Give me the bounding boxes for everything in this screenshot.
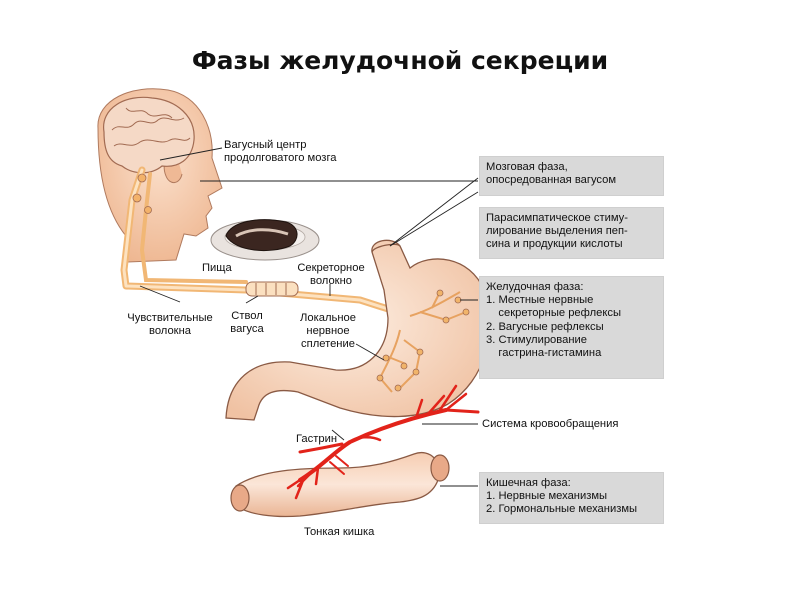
label-local-plexus: Локальное нервное сплетение <box>300 312 356 350</box>
box-intestinal-phase: Кишечная фаза: 1. Нервные механизмы 2. Г… <box>479 472 664 524</box>
nerve-ganglia <box>376 289 470 392</box>
label-secretory-fiber: Секреторное волокно <box>297 262 365 287</box>
brain-icon <box>103 96 195 174</box>
food-plate-icon <box>210 219 320 261</box>
leader-lines <box>139 147 479 487</box>
label-food: Пища <box>202 262 232 274</box>
stomach-icon <box>225 239 491 421</box>
blood-vessels <box>286 384 480 500</box>
small-intestine-icon <box>230 452 450 518</box>
page-title: Фазы желудочной секреции <box>191 46 609 75</box>
label-vagus-center: Вагусный центр продолговатого мозга <box>224 139 337 164</box>
box-gastric-phase: Желудочная фаза: 1. Местные нервные секр… <box>479 276 664 379</box>
label-circulation: Система кровообращения <box>482 418 619 430</box>
vagus-nerve-path <box>120 166 414 320</box>
box-parasympathetic: Парасимпатическое стиму- лирование выдел… <box>479 207 664 259</box>
box-cephalic-phase: Мозговая фаза, опосредованная вагусом <box>479 156 664 196</box>
label-gastrin: Гастрин <box>296 433 338 445</box>
label-small-intestine: Тонкая кишка <box>304 526 375 538</box>
label-vagus-trunk: Ствол вагуса <box>230 310 264 335</box>
vagus-trunk-icon <box>245 281 299 297</box>
label-sensory-fibers: Чувствительные волокна <box>127 312 213 337</box>
